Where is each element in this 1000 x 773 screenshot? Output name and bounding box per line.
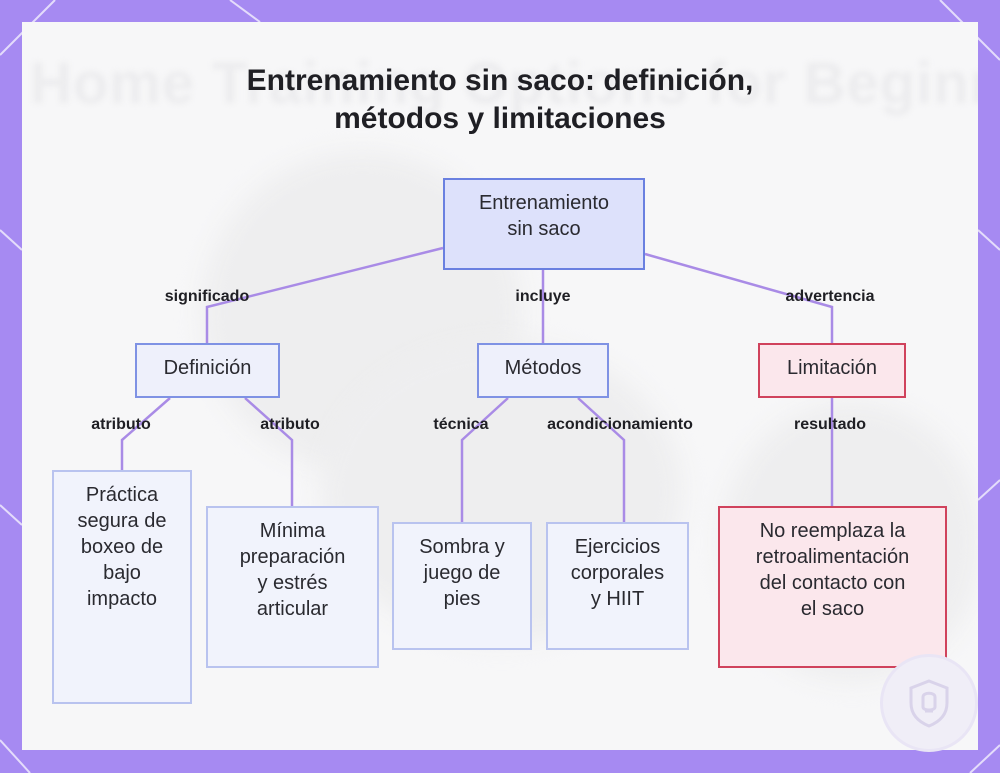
- node-text: Métodos: [479, 355, 607, 381]
- edge-label-acondicionamiento: acondicionamiento: [547, 416, 693, 434]
- shield-glove-icon-svg: [901, 675, 957, 731]
- node-text: del contacto con: [720, 570, 945, 596]
- node-text: articular: [208, 596, 377, 622]
- edge-label-resultado: resultado: [794, 416, 866, 434]
- edge-label-significado: significado: [165, 288, 249, 306]
- node-limitacion: Limitación: [758, 343, 906, 398]
- node-metodos: Métodos: [477, 343, 609, 398]
- node-text: Mínima: [208, 518, 377, 544]
- node-text: sin saco: [445, 216, 643, 242]
- node-minima-preparacion: Mínima preparación y estrés articular: [206, 506, 379, 668]
- node-text: Definición: [137, 355, 278, 381]
- node-text: corporales: [548, 560, 687, 586]
- node-text: Práctica: [54, 482, 190, 508]
- node-text: preparación: [208, 544, 377, 570]
- node-practica-segura: Práctica segura de boxeo de bajo impacto: [52, 470, 192, 704]
- node-sombra-juego-pies: Sombra y juego de pies: [392, 522, 532, 650]
- node-text: y HIIT: [548, 586, 687, 612]
- node-text: bajo: [54, 560, 190, 586]
- edge-label-atributo-1: atributo: [91, 416, 151, 434]
- node-text: Ejercicios: [548, 534, 687, 560]
- node-text: Limitación: [760, 355, 904, 381]
- node-entrenamiento-sin-saco: Entrenamiento sin saco: [443, 178, 645, 270]
- node-text: Sombra y: [394, 534, 530, 560]
- node-text: pies: [394, 586, 530, 612]
- edge-label-atributo-2: atributo: [260, 416, 320, 434]
- node-text: impacto: [54, 586, 190, 612]
- edge-definicion-practica: [122, 398, 170, 470]
- shield-glove-icon: [880, 654, 978, 752]
- node-text: Entrenamiento: [445, 190, 643, 216]
- node-text: retroalimentación: [720, 544, 945, 570]
- edge-label-advertencia: advertencia: [786, 288, 875, 306]
- edge-label-tecnica: técnica: [433, 416, 488, 434]
- node-text: juego de: [394, 560, 530, 586]
- node-text: segura de: [54, 508, 190, 534]
- node-text: y estrés: [208, 570, 377, 596]
- node-text: el saco: [720, 596, 945, 622]
- node-ejercicios-hiit: Ejercicios corporales y HIIT: [546, 522, 689, 650]
- edge-label-incluye: incluye: [515, 288, 570, 306]
- node-definicion: Definición: [135, 343, 280, 398]
- edge-definicion-minima: [245, 398, 292, 506]
- node-text: No reemplaza la: [720, 518, 945, 544]
- node-no-reemplaza: No reemplaza la retroalimentación del co…: [718, 506, 947, 668]
- node-text: boxeo de: [54, 534, 190, 560]
